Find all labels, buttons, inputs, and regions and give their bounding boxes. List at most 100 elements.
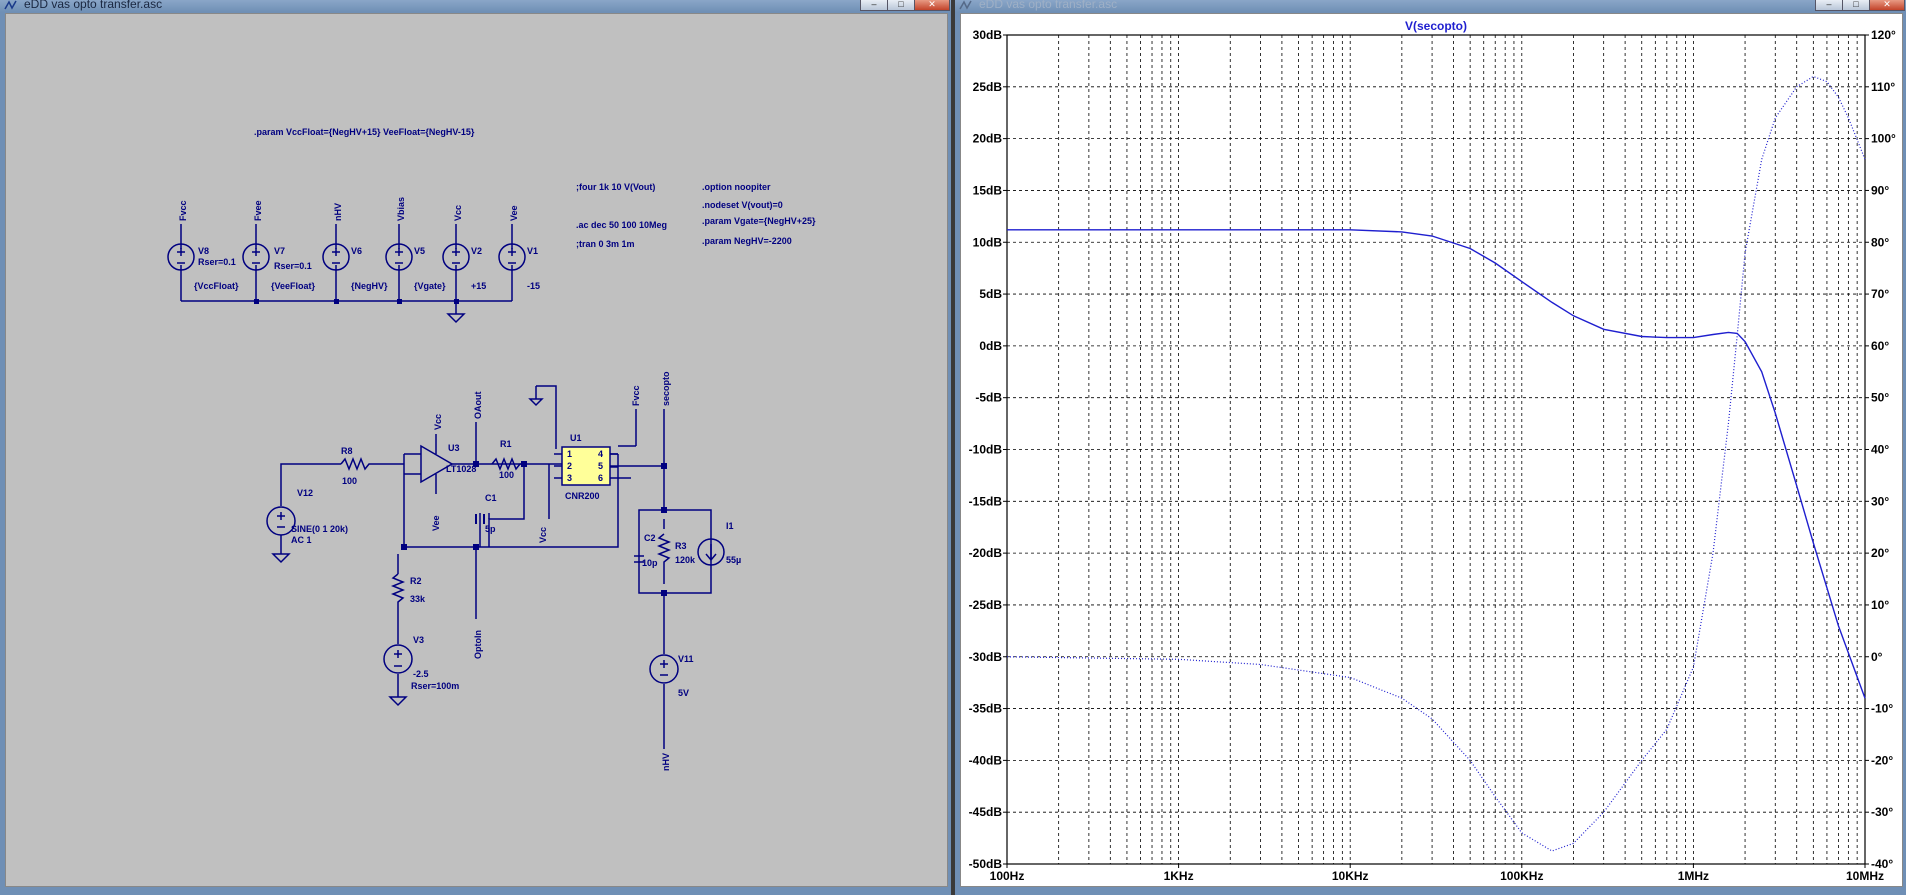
param-vgate-directive[interactable]: .param Vgate={NegHV+25} — [702, 216, 816, 226]
y-right-tick-label: -10° — [1871, 702, 1893, 716]
net-optoin-label[interactable]: OptoIn — [473, 630, 483, 659]
x-tick-label: 10KHz — [1332, 869, 1369, 883]
y-right-tick-label: 80° — [1871, 235, 1889, 249]
schematic-drawing[interactable]: .param VccFloat={NegHV+15} VeeFloat={Neg… — [6, 14, 947, 886]
v8-source-symbol[interactable] — [167, 243, 195, 271]
waveform-window: eDD vas opto transfer.asc – □ ✕ V(secopt… — [955, 0, 1906, 895]
four-directive[interactable]: ;four 1k 10 V(Vout) — [576, 182, 655, 192]
y-right-tick-label: 40° — [1871, 443, 1889, 457]
u3-value: LT1028 — [446, 464, 476, 474]
r8-value: 100 — [342, 476, 357, 486]
ac-directive[interactable]: .ac dec 50 100 10Meg — [576, 220, 667, 230]
v2-source-symbol[interactable] — [442, 243, 470, 271]
param-neghv-directive[interactable]: .param NegHV=-2200 — [702, 236, 792, 246]
v7-name: V7 — [274, 246, 285, 256]
bode-plot[interactable]: V(secopto) 30dB25dB20dB15dB10dB5dB0dB-5d… — [961, 14, 1902, 886]
v5-source-symbol[interactable] — [385, 243, 413, 271]
v3-rser: Rser=100m — [411, 681, 459, 691]
u3-opamp-symbol[interactable] — [420, 444, 454, 484]
r1-value: 100 — [499, 470, 514, 480]
net-fvcc-label[interactable]: Fvcc — [178, 200, 188, 221]
v2-name: V2 — [471, 246, 482, 256]
schematic-canvas[interactable]: .param VccFloat={NegHV+15} VeeFloat={Neg… — [5, 13, 948, 887]
maximize-button[interactable]: □ — [887, 0, 915, 11]
c1-name: C1 — [485, 493, 497, 503]
r2-name: R2 — [410, 576, 422, 586]
phase-trace — [1006, 75, 1866, 852]
v12-ac: AC 1 — [291, 535, 312, 545]
c2-capacitor[interactable] — [634, 555, 644, 563]
v11-source-symbol[interactable] — [649, 654, 679, 684]
net-vcc-label[interactable]: Vcc — [453, 205, 463, 221]
net-nhv-label[interactable]: nHV — [333, 203, 343, 221]
y-left-tick-label: -20dB — [969, 546, 1003, 560]
v1-source-symbol[interactable] — [498, 243, 526, 271]
v5-value: {Vgate} — [414, 281, 446, 291]
maximize-button[interactable]: □ — [1842, 0, 1870, 11]
y-left-tick-label: 20dB — [973, 132, 1003, 146]
y-right-tick-label: -30° — [1871, 805, 1893, 819]
ltspice-app-icon — [4, 0, 17, 10]
r3-name: R3 — [675, 541, 687, 551]
c1-capacitor[interactable] — [479, 513, 490, 547]
schematic-window: eDD vas opto transfer.asc – □ ✕ .param V… — [0, 0, 951, 895]
minimize-button[interactable]: – — [1815, 0, 1843, 11]
option-directive[interactable]: .option noopiter — [702, 182, 771, 192]
r8-resistor[interactable] — [340, 456, 371, 472]
r1-name: R1 — [500, 439, 512, 449]
close-button[interactable]: ✕ — [1869, 0, 1905, 11]
u1-optocoupler-symbol[interactable] — [561, 446, 611, 486]
y-left-tick-label: 30dB — [973, 28, 1003, 42]
net-oaout-label[interactable]: OAout — [473, 392, 483, 420]
r2-value: 33k — [410, 594, 426, 604]
net-secopto-label[interactable]: secopto — [661, 371, 671, 406]
net-vcc-u1-label[interactable]: Vcc — [538, 527, 548, 543]
net-fvee-label[interactable]: Fvee — [253, 200, 263, 221]
net-vee-label[interactable]: Vee — [509, 205, 519, 221]
v8-rser: Rser=0.1 — [198, 257, 236, 267]
param-vccfloat-directive[interactable]: .param VccFloat={NegHV+15} VeeFloat={Neg… — [254, 127, 475, 137]
y-right-tick-label: 30° — [1871, 494, 1889, 508]
y-right-tick-label: 100° — [1871, 132, 1896, 146]
waveform-titlebar[interactable]: eDD vas opto transfer.asc – □ ✕ — [955, 0, 1906, 12]
v7-value: {VeeFloat} — [271, 281, 316, 291]
trace-title[interactable]: V(secopto) — [1405, 19, 1467, 33]
net-nhv-v11-label[interactable]: nHV — [661, 753, 671, 771]
x-tick-label: 10MHz — [1846, 869, 1884, 883]
net-vbias-label[interactable]: Vbias — [396, 197, 406, 221]
minimize-button[interactable]: – — [860, 0, 888, 11]
close-button[interactable]: ✕ — [914, 0, 950, 11]
y-right-tick-label: 60° — [1871, 339, 1889, 353]
waveform-window-title: eDD vas opto transfer.asc — [979, 0, 1118, 11]
r3-resistor[interactable] — [656, 533, 672, 574]
r1-resistor[interactable] — [491, 456, 524, 472]
y-right-tick-label: -40° — [1871, 857, 1893, 871]
u3-name: U3 — [448, 443, 460, 453]
u1-pin-4: 4 — [598, 449, 603, 459]
u1-pin-1: 1 — [567, 449, 572, 459]
y-left-tick-label: 5dB — [979, 287, 1002, 301]
c1-value: 5p — [485, 524, 496, 534]
v6-source-symbol[interactable] — [322, 243, 350, 271]
v7-source-symbol[interactable] — [242, 243, 270, 271]
nodeset-directive[interactable]: .nodeset V(vout)=0 — [702, 200, 783, 210]
u1-pin-2: 2 — [567, 461, 572, 471]
i1-value: 55µ — [726, 555, 741, 565]
v3-source-symbol[interactable] — [383, 644, 413, 674]
v8-value: {VccFloat} — [194, 281, 239, 291]
magnitude-trace — [1007, 229, 1866, 699]
net-vcc-u3-label[interactable]: Vcc — [433, 414, 443, 430]
schematic-titlebar[interactable]: eDD vas opto transfer.asc – □ ✕ — [0, 0, 951, 12]
y-left-tick-label: -50dB — [969, 857, 1003, 871]
tran-directive[interactable]: ;tran 0 3m 1m — [576, 239, 635, 249]
x-tick-label: 1MHz — [1678, 869, 1709, 883]
net-vee-u3-label[interactable]: Vee — [431, 515, 441, 531]
r2-resistor[interactable] — [390, 573, 406, 604]
net-fvcc-u1-label[interactable]: Fvcc — [631, 385, 641, 406]
y-left-tick-label: -25dB — [969, 598, 1003, 612]
c2-name: C2 — [644, 533, 656, 543]
v1-name: V1 — [527, 246, 538, 256]
v11-name: V11 — [678, 654, 694, 664]
i1-current-source[interactable] — [697, 538, 725, 566]
